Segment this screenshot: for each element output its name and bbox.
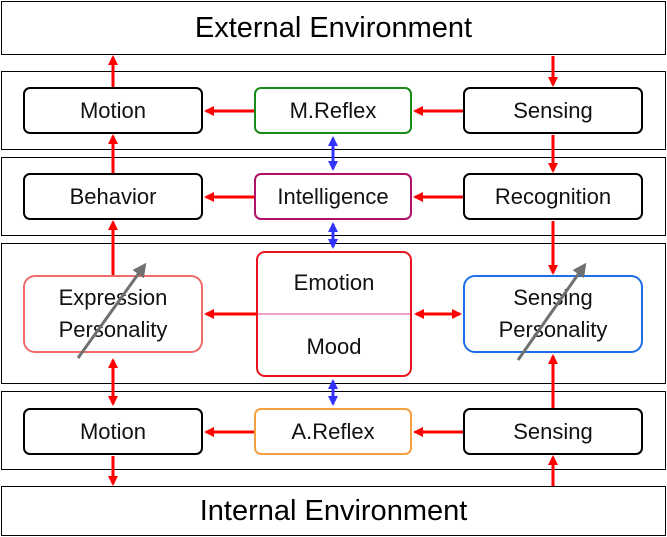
- sensing-label-bottom: Sensing: [513, 418, 593, 444]
- m-reflex-box: M.Reflex: [254, 87, 412, 134]
- external-environment: External Environment: [1, 1, 666, 55]
- a-reflex-label: A.Reflex: [291, 418, 375, 444]
- motion-box-top: Motion: [23, 87, 203, 134]
- expression-personality-adjust-arrow: [76, 262, 147, 359]
- intelligence-box: Intelligence: [254, 173, 412, 220]
- internal-environment-label: Internal Environment: [199, 494, 468, 527]
- behavior-box: Behavior: [23, 173, 203, 220]
- mood-label: Mood: [306, 334, 362, 359]
- a-reflex-box: A.Reflex: [254, 408, 412, 455]
- sensing-label-top: Sensing: [513, 97, 593, 123]
- sensing-box-bottom: Sensing: [463, 408, 643, 455]
- expression-personality-label: Personality: [58, 317, 168, 342]
- internal-environment: Internal Environment: [1, 486, 666, 536]
- sensing-personality-adjust-arrow: [516, 262, 587, 361]
- m-reflex-label: M.Reflex: [289, 97, 377, 123]
- motion-box-bottom: Motion: [23, 408, 203, 455]
- sensing-personality-line1: Sensing: [513, 285, 593, 310]
- behavior-label: Behavior: [69, 183, 157, 209]
- emotion-label: Emotion: [293, 270, 375, 295]
- sensing-box-top: Sensing: [463, 87, 643, 134]
- expression-label: Expression: [58, 285, 168, 310]
- motion-label-bottom: Motion: [79, 418, 147, 444]
- external-environment-label: External Environment: [194, 11, 473, 44]
- sensing-personality-label: Personality: [498, 317, 608, 342]
- recognition-label: Recognition: [494, 183, 612, 209]
- expression-personality-box: Expression Personality: [23, 275, 203, 353]
- recognition-box: Recognition: [463, 173, 643, 220]
- motion-label-top: Motion: [79, 97, 147, 123]
- intelligence-label: Intelligence: [277, 183, 389, 209]
- sensing-personality-box: Sensing Personality: [463, 275, 643, 353]
